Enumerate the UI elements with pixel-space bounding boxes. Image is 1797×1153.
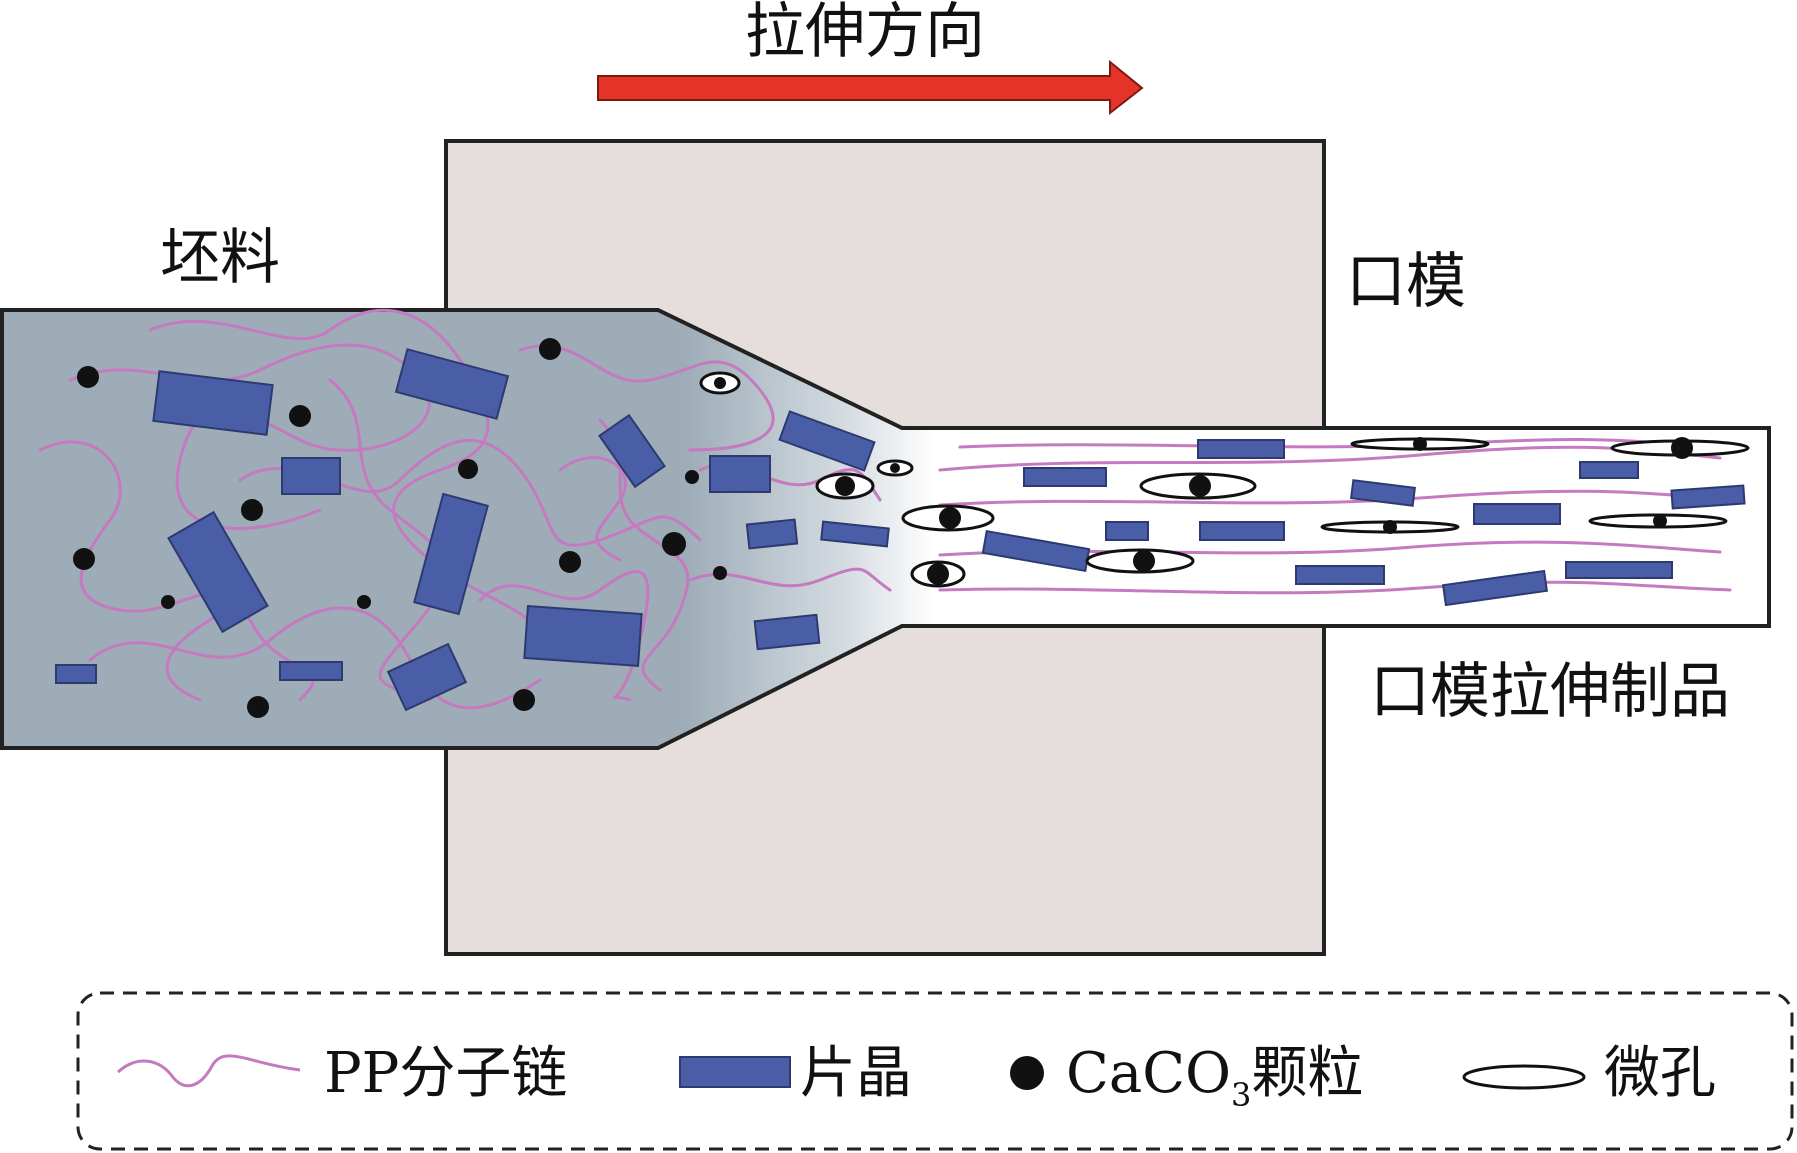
lamella bbox=[753, 613, 821, 651]
lamella bbox=[413, 492, 489, 616]
stretch-direction-arrow bbox=[597, 59, 1144, 116]
legend-chain-swatch bbox=[116, 1054, 301, 1088]
particle bbox=[247, 696, 269, 718]
legend-frame bbox=[76, 991, 1794, 1151]
legend-micropore-swatch bbox=[1462, 1064, 1586, 1090]
lamella bbox=[1670, 484, 1746, 510]
legend-particle-label: CaCO3颗粒 bbox=[1066, 1041, 1363, 1114]
particle bbox=[1413, 437, 1427, 451]
lamella bbox=[1565, 561, 1673, 579]
lamella bbox=[1579, 461, 1639, 479]
lamella bbox=[394, 348, 510, 420]
lamella bbox=[279, 661, 343, 681]
particle bbox=[927, 563, 949, 585]
legend-lamella-label: 片晶 bbox=[800, 1041, 912, 1106]
legend-particle-swatch bbox=[1010, 1056, 1044, 1090]
particle bbox=[1671, 437, 1693, 459]
particle bbox=[161, 595, 175, 609]
particle bbox=[1383, 520, 1397, 534]
legend-chain-label: PP分子链 bbox=[324, 1041, 567, 1106]
lamella bbox=[1441, 569, 1549, 607]
lamella bbox=[281, 457, 341, 495]
lamella bbox=[152, 370, 274, 436]
particle bbox=[241, 499, 263, 521]
billet-label: 坯料 bbox=[160, 223, 280, 293]
lamella bbox=[1350, 479, 1416, 507]
particle bbox=[713, 566, 727, 580]
particle bbox=[685, 470, 699, 484]
direction-label: 拉伸方向 bbox=[745, 0, 985, 67]
particle bbox=[77, 366, 99, 388]
lamella bbox=[523, 605, 643, 667]
particle bbox=[662, 532, 686, 556]
legend: PP分子链 片晶 CaCO3颗粒 微孔 bbox=[76, 991, 1794, 1151]
particle bbox=[1653, 514, 1667, 528]
lamella bbox=[167, 510, 269, 634]
particle bbox=[835, 476, 855, 496]
particle bbox=[1189, 475, 1211, 497]
lamella bbox=[1023, 467, 1107, 487]
legend-lamella-swatch bbox=[679, 1056, 791, 1088]
legend-micropore-label: 微孔 bbox=[1604, 1041, 1716, 1106]
caco3-particles bbox=[73, 338, 1693, 718]
die-label: 口模 bbox=[1346, 247, 1466, 317]
lamella bbox=[820, 520, 890, 548]
particle bbox=[458, 459, 478, 479]
particle bbox=[73, 548, 95, 570]
lamella bbox=[1197, 439, 1285, 459]
lamella bbox=[386, 642, 468, 712]
lamellae bbox=[55, 348, 1746, 712]
particle bbox=[559, 551, 581, 573]
particle bbox=[714, 377, 726, 389]
lamella bbox=[1473, 503, 1561, 525]
particle bbox=[890, 463, 900, 473]
particle bbox=[513, 689, 535, 711]
lamella bbox=[55, 664, 97, 684]
particle bbox=[539, 338, 561, 360]
lamella bbox=[1105, 521, 1149, 541]
lamella bbox=[598, 413, 666, 489]
particle bbox=[1133, 550, 1155, 572]
particle bbox=[939, 507, 961, 529]
lamella bbox=[745, 518, 799, 550]
lamella bbox=[1295, 565, 1385, 585]
particle bbox=[289, 405, 311, 427]
lamella bbox=[1199, 521, 1285, 541]
lamella bbox=[709, 455, 771, 493]
particle bbox=[357, 595, 371, 609]
lamella bbox=[778, 410, 876, 472]
product-label: 口模拉伸制品 bbox=[1370, 657, 1730, 727]
